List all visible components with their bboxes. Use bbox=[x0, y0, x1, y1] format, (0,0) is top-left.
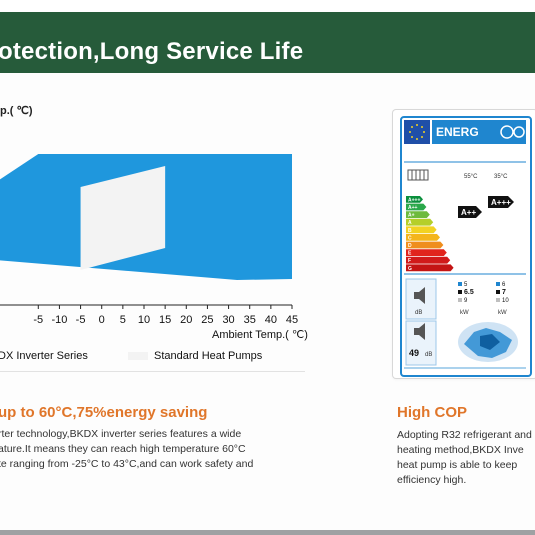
energy-header-bar bbox=[432, 120, 526, 144]
x-tick-label: 15 bbox=[159, 314, 171, 326]
rating-marker-right: A+++ bbox=[488, 196, 514, 208]
energy-class-bar bbox=[406, 264, 454, 272]
energy-saving-text-line-2: ature.It means they can reach high tempe… bbox=[0, 443, 246, 455]
energy-class-bar bbox=[406, 203, 427, 211]
output-marker bbox=[458, 282, 462, 286]
x-tick-label: 30 bbox=[222, 314, 234, 326]
chart-y-axis-label: p.( ℃) bbox=[0, 105, 33, 117]
speaker-icon bbox=[414, 287, 425, 304]
speaker-icon-2 bbox=[414, 323, 425, 340]
high-cop-title: High COP bbox=[397, 404, 467, 421]
energy-class-label: C bbox=[408, 235, 412, 241]
bottom-edge bbox=[0, 530, 535, 535]
energy-saving-text-line-1: rter technology,BKDX inverter series fea… bbox=[0, 428, 242, 440]
energy-logo-icon-2 bbox=[513, 126, 525, 138]
energy-saving-title: up to 60°C,75%energy saving bbox=[0, 404, 208, 421]
output-marker bbox=[496, 290, 500, 294]
energy-class-label: A+ bbox=[408, 213, 415, 219]
x-tick-label: 5 bbox=[120, 314, 126, 326]
temp-label-35: 35°C bbox=[494, 174, 508, 180]
energy-class-label: E bbox=[408, 251, 412, 257]
energy-class-bar bbox=[406, 241, 444, 249]
high-cop-text-line-4: efficiency high. bbox=[397, 474, 467, 486]
x-tick-label: -10 bbox=[51, 314, 67, 326]
energy-brand-text: ENERG bbox=[436, 125, 479, 139]
output-value: 9 bbox=[464, 298, 468, 304]
output-value: 7 bbox=[502, 289, 506, 296]
kw-unit-left: kW bbox=[460, 310, 469, 316]
output-marker bbox=[496, 298, 500, 302]
output-value: 5 bbox=[464, 282, 468, 288]
energy-class-label: A+++ bbox=[408, 197, 420, 203]
output-value: 6.5 bbox=[464, 289, 474, 296]
output-marker bbox=[458, 298, 462, 302]
series-area-standard bbox=[80, 166, 166, 270]
rating-marker-left: A++ bbox=[458, 206, 482, 218]
kw-unit-right: kW bbox=[498, 310, 507, 316]
legend-label-inverter: DX Inverter Series bbox=[0, 350, 88, 362]
energy-saving-text-line-3: te ranging from -25°C to 43°C,and can wo… bbox=[0, 458, 254, 470]
x-tick-label: 0 bbox=[99, 314, 105, 326]
chart-x-axis-label: Ambient Temp.( ℃) bbox=[212, 329, 308, 341]
operating-range-chart: -5 -10 -5 0 5 10 15 20 25 30 35 40 45 bbox=[0, 154, 298, 326]
energy-logo-icon bbox=[500, 125, 514, 139]
legend-swatch-standard bbox=[128, 352, 148, 361]
high-cop-text-line-3: heat pump is able to keep bbox=[397, 459, 518, 471]
eu-flag-icon bbox=[404, 120, 430, 144]
divider bbox=[0, 371, 305, 372]
energy-class-label: D bbox=[408, 243, 412, 249]
high-cop-text-line-2: heating method,BKDX Inve bbox=[397, 444, 524, 456]
energy-class-label: A++ bbox=[408, 205, 418, 211]
europe-map-icon bbox=[458, 322, 518, 362]
output-value: 10 bbox=[502, 298, 509, 304]
x-tick-label: 45 bbox=[286, 314, 298, 326]
output-marker bbox=[458, 290, 462, 294]
x-tick-label: -5 bbox=[76, 314, 86, 326]
eu-stars bbox=[409, 124, 425, 140]
legend-item-inverter: DX Inverter Series bbox=[0, 350, 88, 362]
sound-unit-top: dB bbox=[415, 310, 422, 316]
rating-left-text: A++ bbox=[461, 208, 476, 217]
top-edge bbox=[0, 0, 535, 12]
banner-title: otection,Long Service Life bbox=[0, 38, 304, 65]
energy-class-label: G bbox=[408, 266, 412, 272]
noise-value: 49 bbox=[409, 348, 419, 358]
section-banner: otection,Long Service Life bbox=[0, 12, 535, 73]
high-cop-text-line-1: Adopting R32 refrigerant and bbox=[397, 429, 532, 441]
energy-class-label: F bbox=[408, 258, 411, 264]
x-tick-label: -5 bbox=[33, 314, 43, 326]
output-column-left: 56.59 bbox=[458, 282, 474, 304]
energy-class-bar bbox=[406, 249, 447, 256]
output-value: 6 bbox=[502, 282, 506, 288]
temp-label-55: 55°C bbox=[464, 174, 478, 180]
x-tick-label: 35 bbox=[244, 314, 256, 326]
rating-right-text: A+++ bbox=[491, 198, 511, 207]
energy-class-bar bbox=[406, 196, 423, 203]
sound-box bbox=[405, 278, 437, 320]
radiator-icon bbox=[407, 169, 429, 181]
noise-unit: dB bbox=[425, 352, 432, 358]
energy-class-bar bbox=[406, 256, 451, 264]
energy-class-bar bbox=[406, 234, 440, 241]
legend-item-standard: Standard Heat Pumps bbox=[128, 350, 262, 362]
energy-class-bar bbox=[406, 226, 437, 234]
x-tick-label: 20 bbox=[180, 314, 192, 326]
x-tick-label: 40 bbox=[265, 314, 277, 326]
output-marker bbox=[496, 282, 500, 286]
energy-class-bar bbox=[406, 218, 434, 226]
energy-class-bar bbox=[406, 211, 430, 218]
x-tick-label: 25 bbox=[201, 314, 213, 326]
x-tick-label: 10 bbox=[138, 314, 150, 326]
legend-label-standard: Standard Heat Pumps bbox=[154, 350, 263, 362]
output-column-right: 67 10 bbox=[496, 282, 509, 304]
energy-class-label: B bbox=[408, 228, 412, 234]
energy-class-label: A bbox=[408, 220, 412, 226]
